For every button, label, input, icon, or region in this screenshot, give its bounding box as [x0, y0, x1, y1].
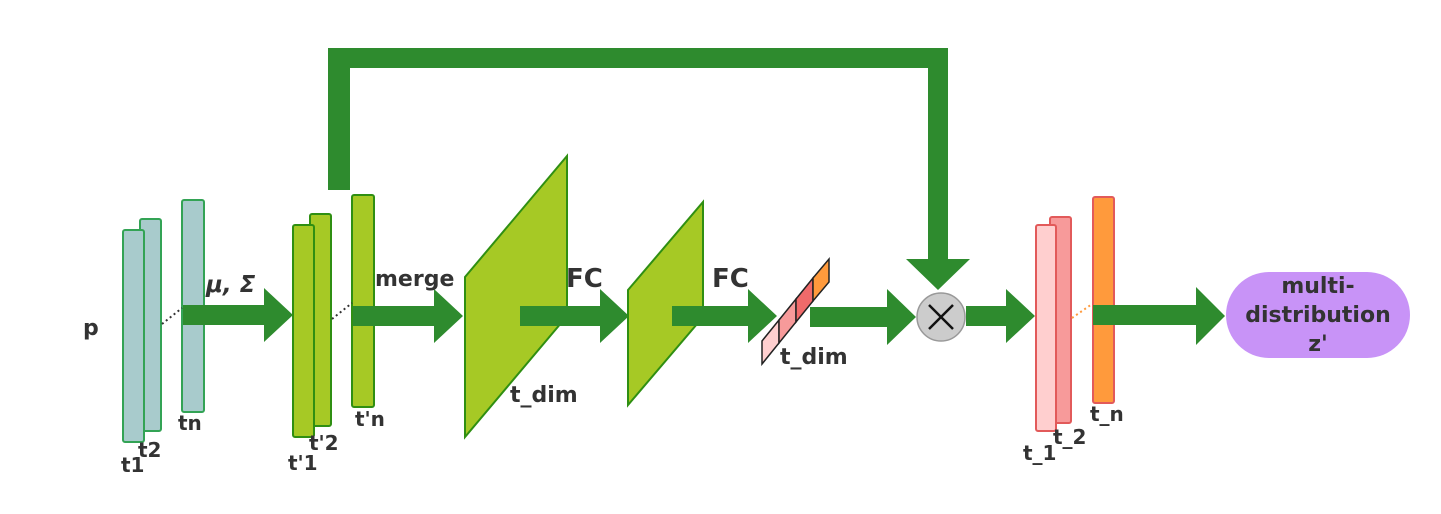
output-label-line-1: multi- — [1281, 274, 1354, 299]
output-bar-t1 — [1035, 224, 1057, 432]
label-t-prime-1: t'1 — [288, 451, 318, 475]
label-t-dim-plane: t_dim — [510, 383, 578, 408]
multiply-icon-stroke-b — [928, 304, 954, 330]
output-ellipsis-dots — [1071, 303, 1093, 319]
t-dim-cell-4 — [812, 256, 830, 304]
label-t2: t2 — [138, 438, 161, 462]
input-bar-t1 — [122, 229, 145, 443]
arrow-fc-1 — [520, 289, 629, 343]
multiply-node — [916, 292, 966, 342]
green-ellipsis-dots — [331, 302, 353, 320]
output-pill — [1226, 272, 1410, 358]
label-out-tn: t_n — [1090, 402, 1124, 426]
skip-connection — [328, 48, 970, 290]
label-fc-2: FC — [712, 264, 749, 294]
fc-plane — [627, 199, 704, 408]
label-out-t2: t_2 — [1053, 425, 1086, 449]
label-t-prime-n: t'n — [355, 407, 385, 431]
skip-connection-top-bar — [328, 48, 948, 68]
arrow-to-multiply — [810, 289, 916, 345]
t-dim-cell-2 — [778, 296, 797, 346]
t-dim-vector — [761, 256, 830, 367]
input-ellipsis-dots — [161, 307, 183, 325]
output-label-line-2: distribution — [1245, 303, 1391, 328]
arrow-from-multiply — [966, 289, 1035, 343]
normalized-vectors — [292, 194, 375, 438]
arrow-merge — [353, 289, 463, 343]
label-fc-1: FC — [566, 264, 603, 294]
label-t-dim-vector: t_dim — [780, 345, 848, 370]
arrow-stats — [183, 288, 293, 342]
green-bar-t-prime-n — [351, 194, 375, 408]
label-input-p: p — [83, 316, 99, 341]
arrow-to-output — [1093, 287, 1225, 345]
label-merge: merge — [375, 267, 454, 292]
label-stats: μ, Σ — [205, 272, 256, 298]
skip-connection-right-leg — [928, 48, 948, 260]
output-label-line-3: z' — [1308, 332, 1328, 357]
label-out-t1: t_1 — [1023, 441, 1056, 465]
label-tn: tn — [178, 411, 202, 435]
arrow-fc-2 — [672, 289, 777, 343]
green-bar-t-prime-1 — [292, 224, 315, 438]
label-t1: t1 — [121, 453, 144, 477]
skip-connection-left-leg — [328, 48, 350, 190]
skip-connection-arrowhead — [906, 259, 970, 290]
label-t-prime-2: t'2 — [309, 431, 339, 455]
output-vectors — [1035, 196, 1115, 432]
output-bar-tn — [1092, 196, 1115, 404]
